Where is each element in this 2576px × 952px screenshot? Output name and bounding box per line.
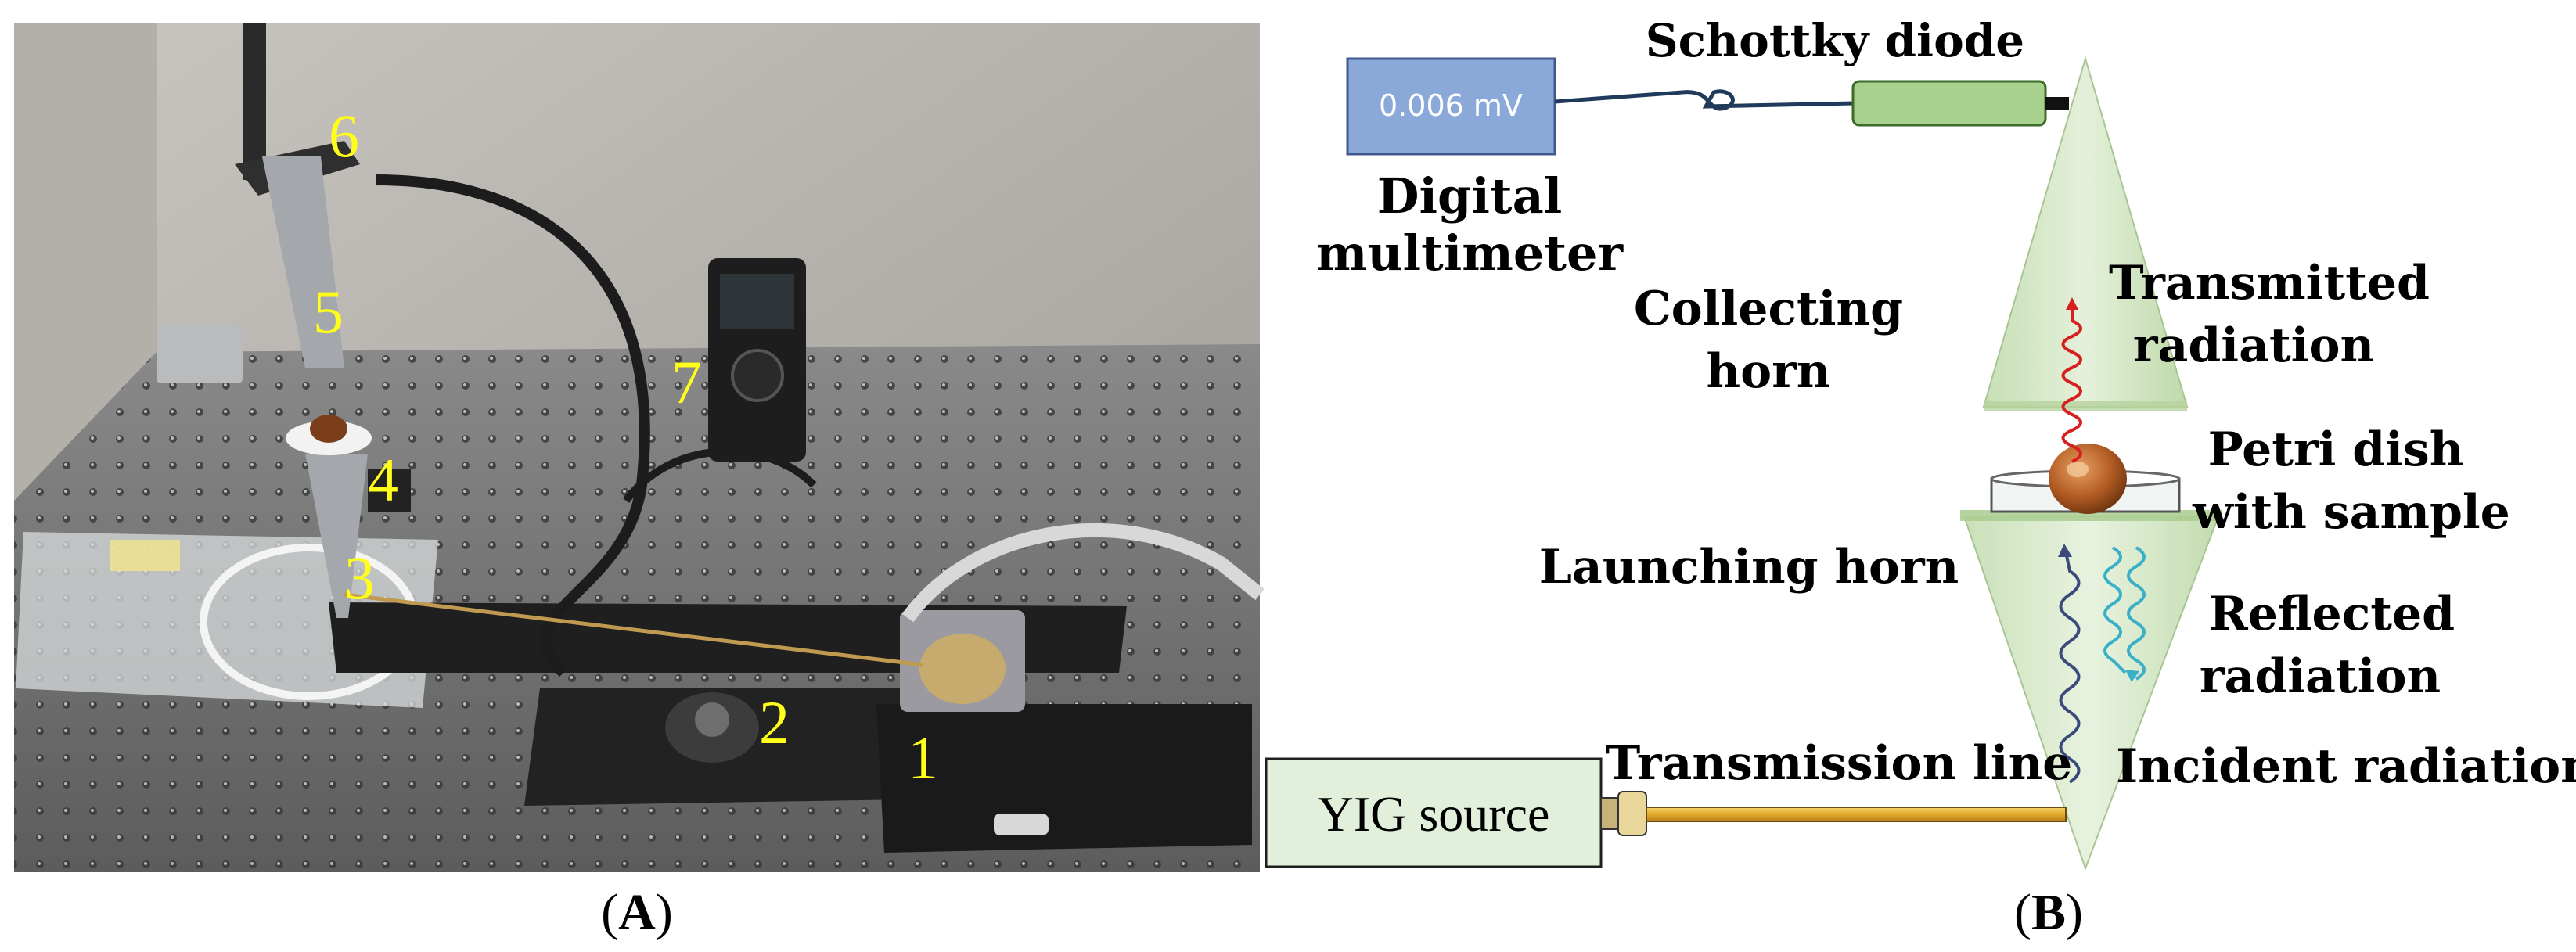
reflected-label-line1: Reflected xyxy=(2209,587,2455,641)
transmission-line-label: Transmission line xyxy=(1606,736,2073,791)
sample-nut xyxy=(2049,444,2127,514)
launching-horn-photo xyxy=(305,454,368,618)
marker-4: 4 xyxy=(368,446,398,514)
diode-label: Schottky diode xyxy=(1646,14,2024,67)
panel-a-caption: (A) xyxy=(601,884,673,941)
cable-diode xyxy=(375,174,650,677)
panel-a-photo: 1 2 3 4 5 6 7 xyxy=(14,23,1265,872)
panel-b-schematic: 0.006 mV Digital multimeter Schottky dio… xyxy=(1265,14,2576,871)
marker-3: 3 xyxy=(344,544,375,612)
marker-5: 5 xyxy=(313,278,344,346)
incident-label: Incident radiation xyxy=(2116,739,2576,794)
source-connector xyxy=(1617,791,1647,836)
multimeter-display: 0.006 mV xyxy=(1379,88,1523,123)
transmitted-label-line2: radiation xyxy=(2133,318,2374,373)
marker-2: 2 xyxy=(759,688,790,756)
vertical-post xyxy=(243,23,266,180)
marker-7: 7 xyxy=(671,348,702,416)
incident-wave xyxy=(2059,551,2081,784)
transmitted-wave xyxy=(2061,304,2082,463)
schottky-diode xyxy=(1851,80,2047,127)
multimeter-label-line1: Digital xyxy=(1377,167,1563,225)
yig-source-box xyxy=(1265,757,1603,868)
transmitted-label-line1: Transmitted xyxy=(2109,256,2430,311)
yig-source-label: YIG source xyxy=(1318,786,1550,842)
petri-label-line1: Petri dish xyxy=(2208,422,2464,477)
panel-b-caption: (B) xyxy=(2014,884,2083,941)
collecting-horn-label-line2: horn xyxy=(1707,344,1831,399)
reflected-label-line2: radiation xyxy=(2200,649,2441,704)
multimeter-box xyxy=(1346,57,1556,156)
detector-box xyxy=(157,325,243,383)
transmission-cable xyxy=(1646,807,2067,822)
marker-6: 6 xyxy=(329,102,359,170)
coax-line xyxy=(344,592,924,667)
cable-source xyxy=(901,523,1265,623)
reflected-wave xyxy=(2103,546,2127,674)
marker-1: 1 xyxy=(908,724,938,792)
collecting-horn-label-line1: Collecting xyxy=(1634,282,1903,336)
petri-label-line2: with sample xyxy=(2192,485,2510,540)
rail-right xyxy=(876,704,1252,853)
multimeter-wire xyxy=(1554,89,1855,111)
photo-markers: 1 2 3 4 5 6 7 xyxy=(313,102,938,792)
launching-horn-label: Launching horn xyxy=(1539,540,1959,595)
multimeter-label-line2: multimeter xyxy=(1316,225,1624,282)
collecting-horn-photo xyxy=(262,156,344,368)
